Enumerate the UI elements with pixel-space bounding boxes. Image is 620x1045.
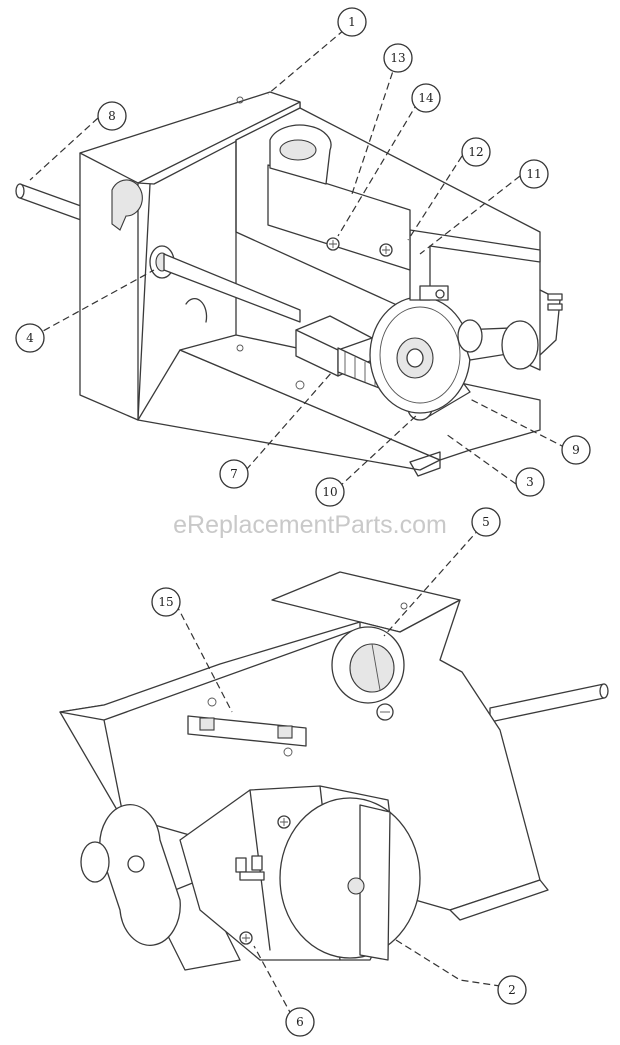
- svg-text:5: 5: [482, 515, 490, 529]
- callout-13: 13: [383, 43, 413, 73]
- callout-3: 3: [515, 467, 545, 497]
- switch-plate: [267, 164, 411, 271]
- callout-11: 11: [519, 159, 549, 189]
- svg-text:15: 15: [158, 595, 173, 609]
- svg-text:11: 11: [526, 167, 541, 181]
- switch-15: [187, 715, 307, 747]
- svg-text:1: 1: [348, 15, 356, 29]
- callout-14: 14: [411, 83, 441, 113]
- shaft-right-end: [489, 683, 605, 723]
- callout-8: 8: [97, 101, 127, 131]
- callout-9: 9: [561, 435, 591, 465]
- svg-text:10: 10: [322, 485, 337, 499]
- svg-text:6: 6: [296, 1015, 304, 1029]
- svg-text:3: 3: [526, 475, 534, 489]
- main-shaft: [163, 253, 301, 323]
- svg-text:13: 13: [390, 51, 405, 65]
- svg-text:8: 8: [108, 109, 116, 123]
- callout-7: 7: [219, 459, 249, 489]
- callout-1: 1: [337, 7, 367, 37]
- svg-text:7: 7: [230, 467, 238, 481]
- svg-text:2: 2: [508, 983, 516, 997]
- svg-text:12: 12: [468, 145, 483, 159]
- svg-text:14: 14: [418, 91, 434, 105]
- callout-15: 15: [151, 587, 181, 617]
- lower-assembly: [59, 571, 609, 971]
- callout-10: 10: [315, 477, 345, 507]
- svg-text:9: 9: [572, 443, 580, 457]
- keyhole-slot: [111, 179, 143, 231]
- callout-2: 2: [497, 975, 527, 1005]
- callout-5: 5: [471, 507, 501, 537]
- callout-12: 12: [461, 137, 491, 167]
- svg-text:4: 4: [26, 331, 34, 345]
- upper-assembly: [15, 91, 563, 477]
- leader-lines: [29, 29, 567, 1017]
- callout-4: 4: [15, 323, 45, 353]
- callout-6: 6: [285, 1007, 315, 1037]
- watermark: eReplacementParts.com: [173, 511, 447, 539]
